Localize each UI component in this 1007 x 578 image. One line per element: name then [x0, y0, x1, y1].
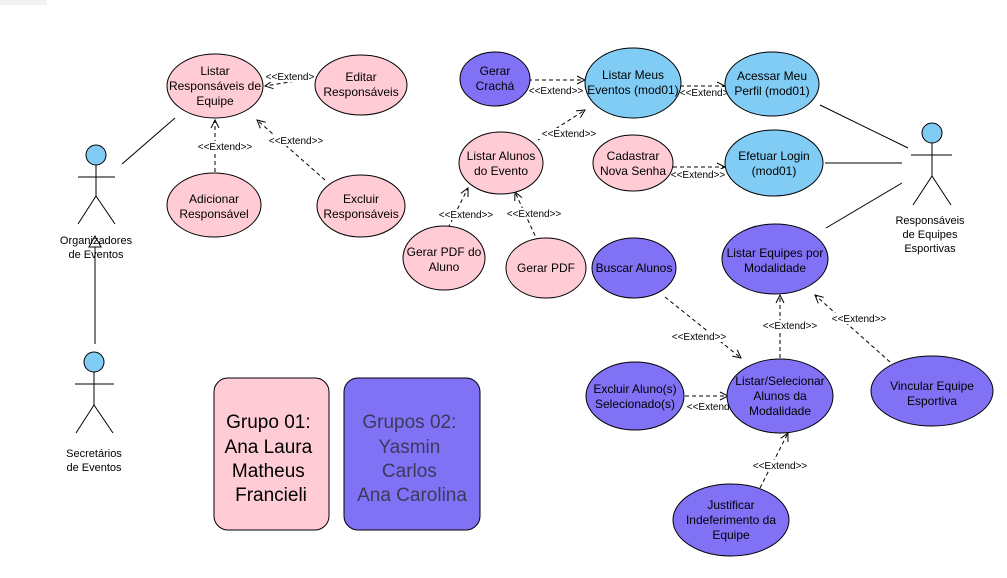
- label-extend-10: <<Extend>>: [669, 331, 729, 343]
- group-box-2: Grupos 02: Yasmin Carlos Ana Carolina: [343, 377, 481, 531]
- extend-excluir-listar: [257, 120, 326, 181]
- label-extend-4: <<Extend>>: [526, 85, 586, 97]
- svg-text:<<Extend>>: <<Extend>>: [753, 461, 808, 472]
- label-extend-6: <<Extend>>: [539, 128, 599, 140]
- svg-text:Grupo 01: Ana Laura: Grupo 01: Ana Laura Matheus Francieli: [225, 412, 318, 506]
- svg-text:<<Extend>>: <<Extend>>: [832, 314, 887, 325]
- svg-text:<<Extend>>: <<Extend>>: [529, 86, 584, 97]
- label-extend-14: <<Extend>>: [750, 460, 810, 472]
- extend-pdfaluno-alunos: [447, 188, 468, 229]
- svg-text:<<Extend>>: <<Extend>>: [542, 129, 597, 140]
- extend-labels: <<Extend> <<Extend>> <<Extend>> <<Extend…: [195, 71, 889, 472]
- label-extend-8: <<Extend>>: [436, 209, 496, 221]
- label-extend-7: <<Extend>>: [668, 169, 728, 181]
- svg-text:<<Extend>>: <<Extend>>: [763, 321, 818, 332]
- svg-text:Excluir Aluno(s)Selecionado(s): Excluir Aluno(s)Selecionado(s): [593, 382, 676, 411]
- svg-text:<<Extend>>: <<Extend>>: [439, 210, 494, 221]
- svg-text:<<Extend>>: <<Extend>>: [269, 136, 324, 147]
- use-case-excluir-alunos-selecionados[interactable]: Excluir Aluno(s)Selecionado(s): [585, 361, 685, 431]
- svg-text:<<Extend>>: <<Extend>>: [198, 142, 253, 153]
- svg-text:<<Extend>>: <<Extend>>: [671, 170, 726, 181]
- svg-text:<<Extend>>: <<Extend>>: [687, 402, 742, 413]
- corner-artifact: [0, 0, 47, 5]
- use-case-gerar-pdf[interactable]: Gerar PDF: [505, 237, 587, 299]
- assoc-responsaveis-perfil: [819, 104, 909, 149]
- association-lines: [88, 104, 909, 344]
- label-extend-2: <<Extend>>: [195, 141, 255, 153]
- label-extend-5: <<Extend>>: [677, 87, 737, 99]
- extend-vincular-equipes: [815, 295, 891, 363]
- use-case-buscar-alunos[interactable]: Buscar Alunos: [591, 237, 677, 299]
- label-extend-9: <<Extend>>: [504, 208, 564, 220]
- label-extend-11: <<Extend>>: [684, 401, 744, 413]
- label-extend-1: <<Extend>: [264, 71, 316, 83]
- label-extend-3: <<Extend>>: [266, 135, 326, 147]
- group-box-1: Grupo 01: Ana Laura Matheus Francieli: [213, 377, 330, 531]
- svg-text:Efetuar Login(mod01): Efetuar Login(mod01): [738, 149, 809, 178]
- svg-text:<<Extend>>: <<Extend>>: [680, 88, 735, 99]
- svg-text:<<Extend>>: <<Extend>>: [672, 332, 727, 343]
- assoc-organizadores-listar: [121, 117, 176, 165]
- label-extend-12: <<Extend>>: [760, 320, 820, 332]
- svg-text:Gerar PDF: Gerar PDF: [517, 261, 575, 275]
- label-extend-13: <<Extend>>: [829, 313, 889, 325]
- extend-buscar-selecionar: [664, 296, 741, 358]
- svg-text:<<Extend>>: <<Extend>>: [507, 209, 562, 220]
- assoc-responsaveis-equipes: [825, 182, 903, 229]
- extend-pdf-alunos: [515, 192, 539, 243]
- svg-text:<<Extend>: <<Extend>: [266, 72, 315, 83]
- svg-text:Grupos 02: Yasmin: Grupos 02: Yasmin Carlos Ana Carolina: [357, 412, 467, 506]
- use-case-efetuar-login[interactable]: Efetuar Login(mod01): [724, 129, 824, 197]
- svg-text:Buscar Alunos: Buscar Alunos: [596, 261, 673, 275]
